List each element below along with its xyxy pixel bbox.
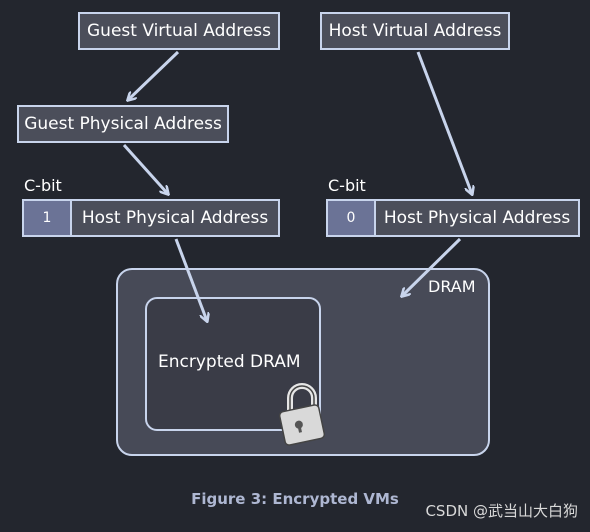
watermark: CSDN @武当山大白狗 — [425, 502, 578, 520]
encrypted-dram-label: Encrypted DRAM — [158, 352, 301, 372]
right-host-physical-address: Host Physical Address — [376, 201, 578, 235]
dram-label: DRAM — [428, 277, 476, 296]
guest-virtual-address-box: Guest Virtual Address — [78, 12, 280, 50]
arrow-gva-to-gpa — [128, 50, 180, 100]
arrow-gpa-to-hpa — [122, 143, 168, 194]
lock-icon — [278, 383, 326, 446]
right-host-physical-row: 0 Host Physical Address — [326, 199, 580, 237]
arrow-hva-to-hpa — [416, 51, 472, 194]
host-virtual-address-box: Host Virtual Address — [320, 12, 510, 50]
left-cbit-label: C-bit — [24, 176, 62, 195]
guest-physical-address-box: Guest Physical Address — [17, 105, 229, 143]
left-host-physical-address: Host Physical Address — [72, 201, 278, 235]
left-cbit-value: 1 — [24, 201, 72, 235]
left-host-physical-row: 1 Host Physical Address — [22, 199, 280, 237]
figure-caption: Figure 3: Encrypted VMs — [191, 490, 399, 508]
right-cbit-value: 0 — [328, 201, 376, 235]
right-cbit-label: C-bit — [328, 176, 366, 195]
